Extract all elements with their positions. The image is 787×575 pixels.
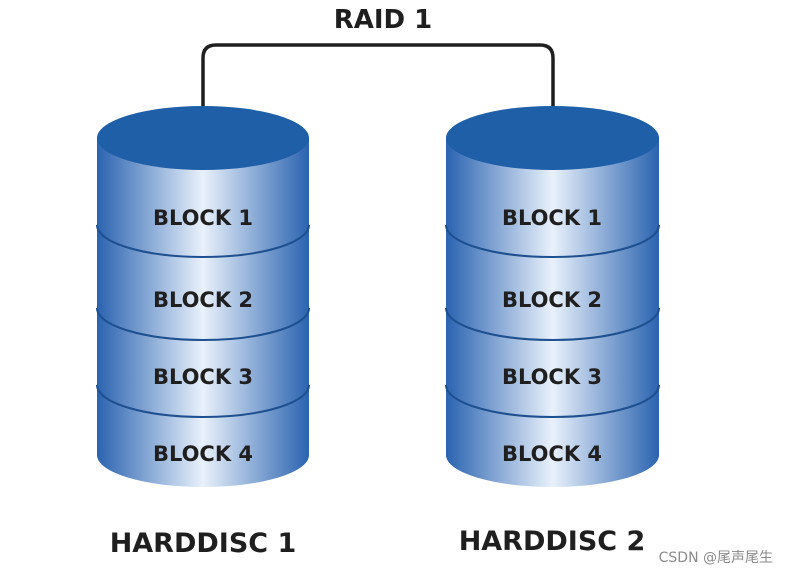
block-label: BLOCK 1 bbox=[153, 206, 253, 230]
disk-divider bbox=[445, 384, 660, 418]
disk-divider bbox=[96, 224, 310, 258]
block-label: BLOCK 3 bbox=[153, 365, 253, 389]
disk-divider bbox=[96, 307, 310, 341]
raid-title: RAID 1 bbox=[334, 5, 433, 35]
harddisc-1: BLOCK 1 BLOCK 2 BLOCK 3 BLOCK 4 HARDDISC… bbox=[96, 106, 310, 559]
disk-bottom bbox=[97, 423, 309, 487]
raid-connector-line bbox=[201, 43, 555, 138]
block-label: BLOCK 3 bbox=[502, 365, 602, 389]
block-label: BLOCK 2 bbox=[153, 288, 253, 312]
disk-body bbox=[446, 138, 659, 455]
harddisc-2: BLOCK 1 BLOCK 2 BLOCK 3 BLOCK 4 HARDDISC… bbox=[445, 106, 660, 557]
watermark-text: CSDN @尾声尾生 bbox=[658, 550, 773, 566]
disk-name: HARDDISC 2 bbox=[459, 526, 646, 557]
block-label: BLOCK 4 bbox=[502, 442, 602, 466]
block-label: BLOCK 4 bbox=[153, 442, 253, 466]
block-label: BLOCK 1 bbox=[502, 206, 602, 230]
disk-top bbox=[446, 106, 659, 170]
disk-bottom bbox=[446, 423, 659, 487]
disk-divider bbox=[96, 384, 310, 418]
disk-divider bbox=[445, 307, 660, 341]
block-label: BLOCK 2 bbox=[502, 288, 602, 312]
disk-divider bbox=[445, 224, 660, 258]
disk-name: HARDDISC 1 bbox=[110, 528, 297, 559]
disk-top bbox=[97, 106, 309, 170]
disk-body bbox=[97, 138, 309, 455]
